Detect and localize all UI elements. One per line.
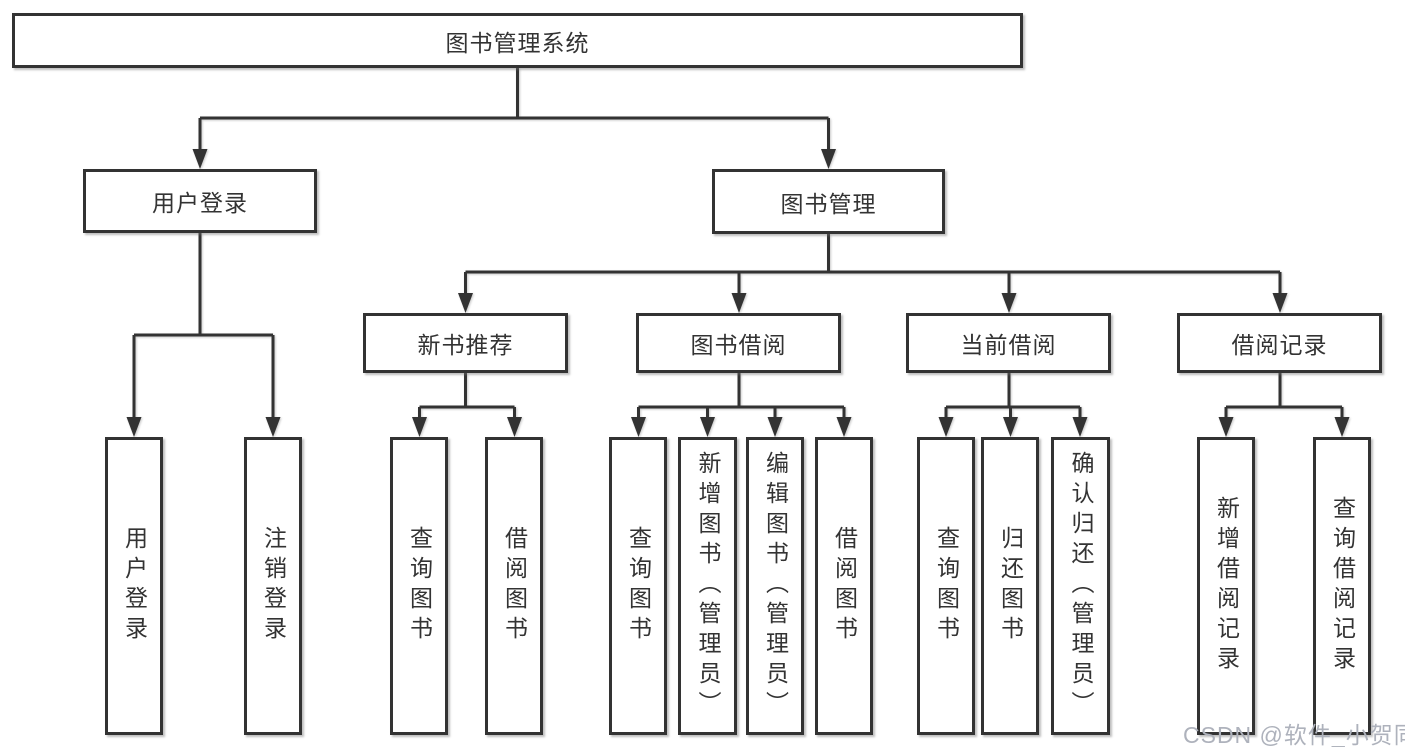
- leaf-edit-books-admin: 编辑图书（管理员）: [746, 437, 804, 735]
- node-book-borrow: 图书借阅: [636, 313, 841, 373]
- csdn-watermark: CSDN @软件_小贺同学: [1183, 722, 1405, 747]
- leaf-query-borrow-record: 查询借阅记录: [1313, 437, 1371, 735]
- leaf-return-books: 归还图书: [981, 437, 1039, 735]
- leaf-query-books-current: 查询图书: [917, 437, 975, 735]
- leaf-borrow-books: 借阅图书: [815, 437, 873, 735]
- leaf-logout: 注销登录: [244, 437, 302, 735]
- node-book-management: 图书管理: [712, 169, 945, 234]
- node-new-book-recommend: 新书推荐: [363, 313, 568, 373]
- leaf-add-books-admin: 新增图书（管理员）: [678, 437, 737, 735]
- node-root: 图书管理系统: [12, 13, 1023, 68]
- leaf-add-borrow-record: 新增借阅记录: [1197, 437, 1255, 735]
- leaf-query-books-borrow: 查询图书: [609, 437, 667, 735]
- leaf-user-login: 用户登录: [105, 437, 163, 735]
- node-user-login: 用户登录: [83, 169, 317, 233]
- leaf-borrow-books-recommend: 借阅图书: [485, 437, 543, 735]
- leaf-confirm-return-admin: 确认归还（管理员）: [1051, 437, 1110, 735]
- node-current-borrow: 当前借阅: [906, 313, 1111, 373]
- node-borrow-records: 借阅记录: [1177, 313, 1382, 373]
- leaf-query-books-recommend: 查询图书: [390, 437, 448, 735]
